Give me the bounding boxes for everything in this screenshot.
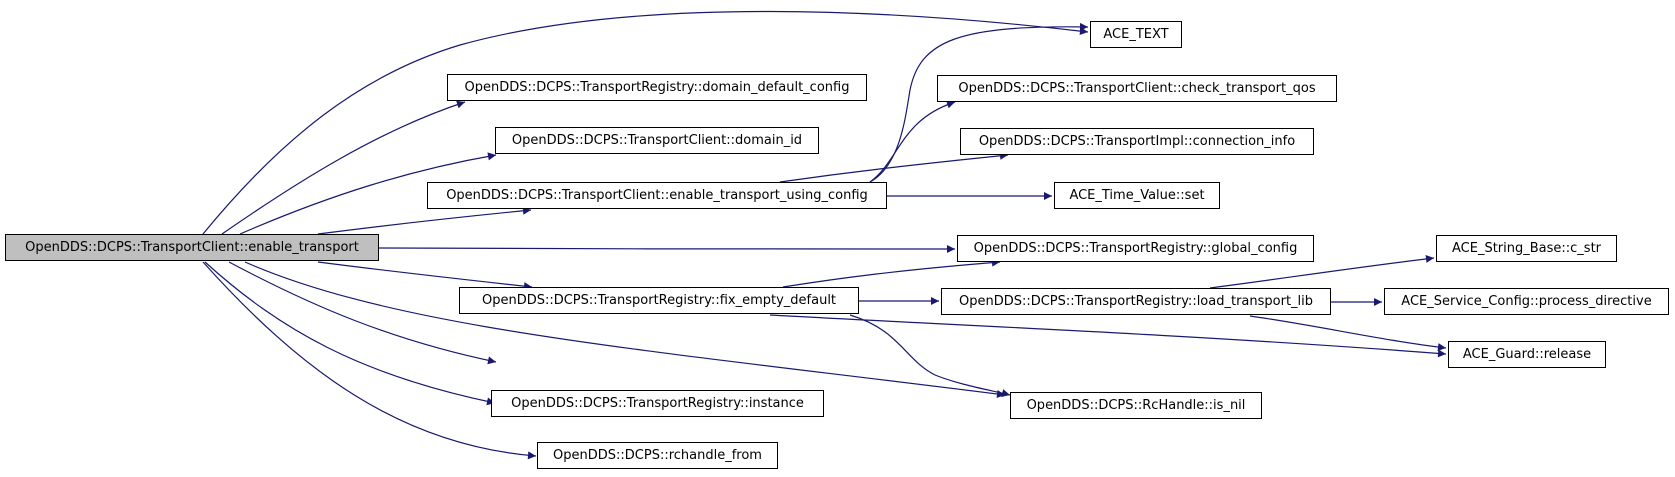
- edge-enable-transport-to-global-config: [378, 244, 956, 253]
- node-c-str[interactable]: ACE_String_Base::c_str: [1436, 235, 1617, 262]
- edge-load-transport-lib-to-c-str: [1209, 254, 1435, 289]
- node-domain-default-config[interactable]: OpenDDS::DCPS::TransportRegistry::domain…: [447, 74, 867, 101]
- edge-enable-transport-using-config-to-check-transport-qos: [869, 100, 956, 183]
- node-domain-id[interactable]: OpenDDS::DCPS::TransportClient::domain_i…: [495, 127, 819, 154]
- edge-enable-transport-using-config-to-connection-info: [779, 151, 1009, 183]
- node-rchandle-from[interactable]: OpenDDS::DCPS::rchandle_from: [537, 442, 778, 469]
- edge-enable-transport-to-rchandle-from: [202, 261, 537, 460]
- node-enable-transport: OpenDDS::DCPS::TransportClient::enable_t…: [5, 234, 379, 261]
- node-fix-empty-default[interactable]: OpenDDS::DCPS::TransportRegistry::fix_em…: [459, 287, 859, 314]
- node-enable-transport-using-config[interactable]: OpenDDS::DCPS::TransportClient::enable_t…: [427, 182, 887, 209]
- edge-enable-transport-to-instance: [204, 261, 496, 406]
- node-ace-text[interactable]: ACE_TEXT: [1090, 21, 1182, 48]
- edge-enable-transport-to-domain-id: [239, 152, 497, 235]
- edge-enable-transport-to-ace-text: [202, 10, 1089, 235]
- node-instance[interactable]: OpenDDS::DCPS::TransportRegistry::instan…: [491, 390, 824, 417]
- edge-fix-empty-default-to-global-config: [782, 258, 1001, 288]
- node-check-transport-qos[interactable]: OpenDDS::DCPS::TransportClient::check_tr…: [937, 75, 1337, 102]
- node-connection-info[interactable]: OpenDDS::DCPS::TransportImpl::connection…: [960, 128, 1314, 155]
- edge-enable-transport-to-domain-default-config: [221, 100, 466, 235]
- edge-fix-empty-default-to-is-nil: [849, 314, 1011, 397]
- edge-enable-transport-using-config-to-ace-text: [869, 22, 1089, 183]
- node-guard-release[interactable]: ACE_Guard::release: [1448, 341, 1606, 368]
- edge-enable-transport-to-guard-release: [244, 261, 1006, 398]
- node-global-config[interactable]: OpenDDS::DCPS::TransportRegistry::global…: [957, 235, 1314, 262]
- edge-load-transport-lib-to-guard-release: [1249, 315, 1447, 352]
- edge-enable-transport-to-enable-transport-using-config: [317, 206, 532, 235]
- node-load-transport-lib[interactable]: OpenDDS::DCPS::TransportRegistry::load_t…: [941, 288, 1331, 315]
- node-is-nil[interactable]: OpenDDS::DCPS::RcHandle::is_nil: [1010, 392, 1262, 419]
- node-process-directive[interactable]: ACE_Service_Config::process_directive: [1384, 288, 1669, 315]
- node-time-value-set[interactable]: ACE_Time_Value::set: [1054, 182, 1220, 209]
- edge-enable-transport-to-is-nil: [228, 261, 497, 365]
- edge-enable-transport-to-fix-empty-default: [317, 261, 533, 291]
- edge-fix-empty-default-to-guard-release: [769, 314, 1447, 358]
